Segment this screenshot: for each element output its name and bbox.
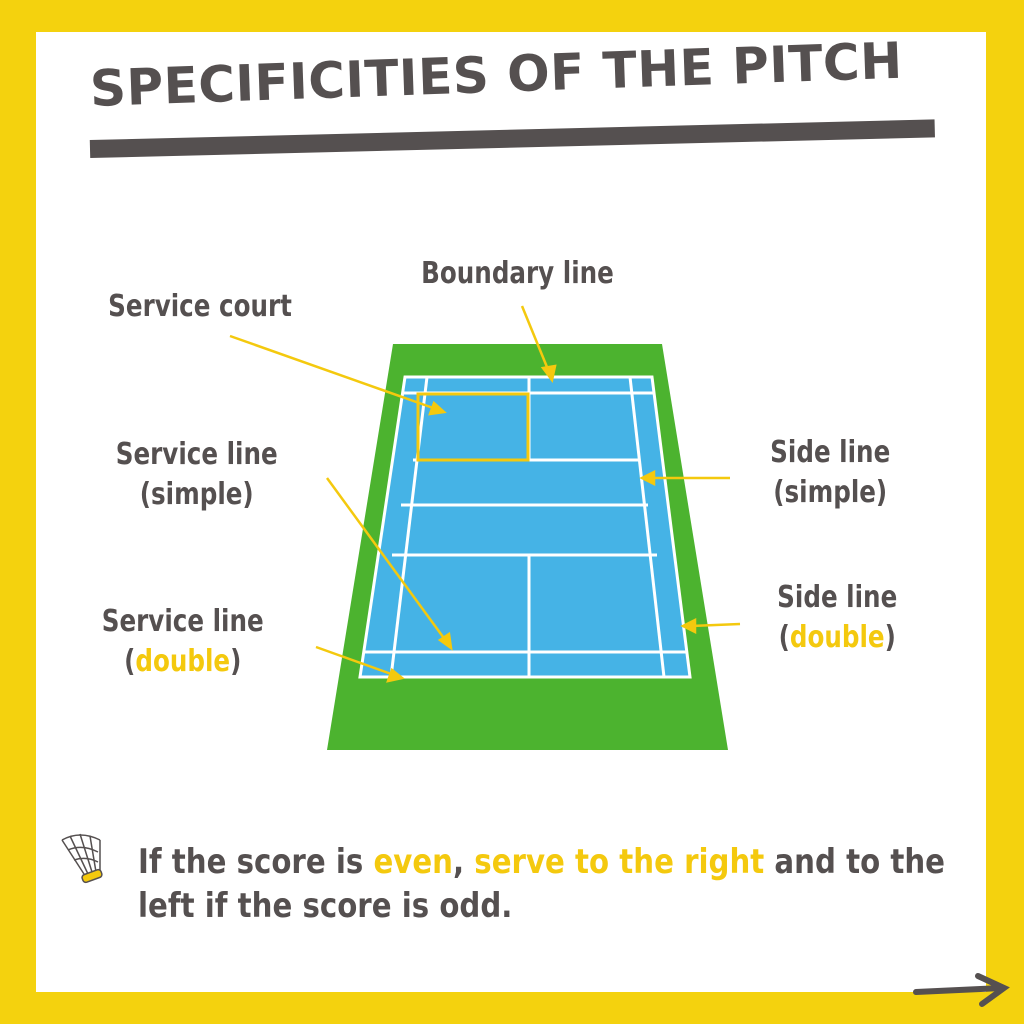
label-service-line-double: Service line (double) xyxy=(102,602,264,682)
shuttlecock-icon xyxy=(61,833,103,884)
tip-part2: and to the left if the score is odd. xyxy=(138,842,945,926)
paren-close: ) xyxy=(230,644,242,679)
boundary-outline xyxy=(358,375,692,679)
highlight-double: double xyxy=(789,620,885,655)
pointer-arrows xyxy=(229,305,741,683)
label-side-line-simple-line1: Side line xyxy=(770,435,891,470)
service-court-highlight xyxy=(416,392,530,462)
tip-comma: , xyxy=(453,842,475,882)
label-service-line-double-line1: Service line xyxy=(101,604,264,639)
tip-serve-right: serve to the right xyxy=(474,842,765,882)
tip-part1: If the score is xyxy=(138,842,374,882)
label-service-line-simple-line2: (simple) xyxy=(139,477,254,512)
tip-even: even xyxy=(373,842,454,882)
highlight-double: double xyxy=(135,644,231,679)
label-side-line-double: Side line (double) xyxy=(777,578,897,658)
label-service-line-simple-line1: Service line xyxy=(115,437,278,472)
label-side-line-double-line1: Side line xyxy=(777,580,898,615)
paren-open: ( xyxy=(778,620,790,655)
label-side-line-simple: Side line (simple) xyxy=(770,433,890,513)
paren-close: ) xyxy=(884,620,896,655)
tip-text: If the score is even, serve to the right… xyxy=(138,840,981,928)
label-service-line-double-line2: (double) xyxy=(102,642,264,682)
label-side-line-simple-line2: (simple) xyxy=(773,475,888,510)
arrow-right-icon[interactable] xyxy=(912,970,1012,1010)
label-boundary-line: Boundary line xyxy=(421,256,614,291)
label-service-line-simple: Service line (simple) xyxy=(116,435,278,515)
paren-open: ( xyxy=(124,644,136,679)
label-service-court: Service court xyxy=(108,289,292,324)
playing-area xyxy=(360,377,690,677)
label-side-line-double-line2: (double) xyxy=(777,618,897,658)
